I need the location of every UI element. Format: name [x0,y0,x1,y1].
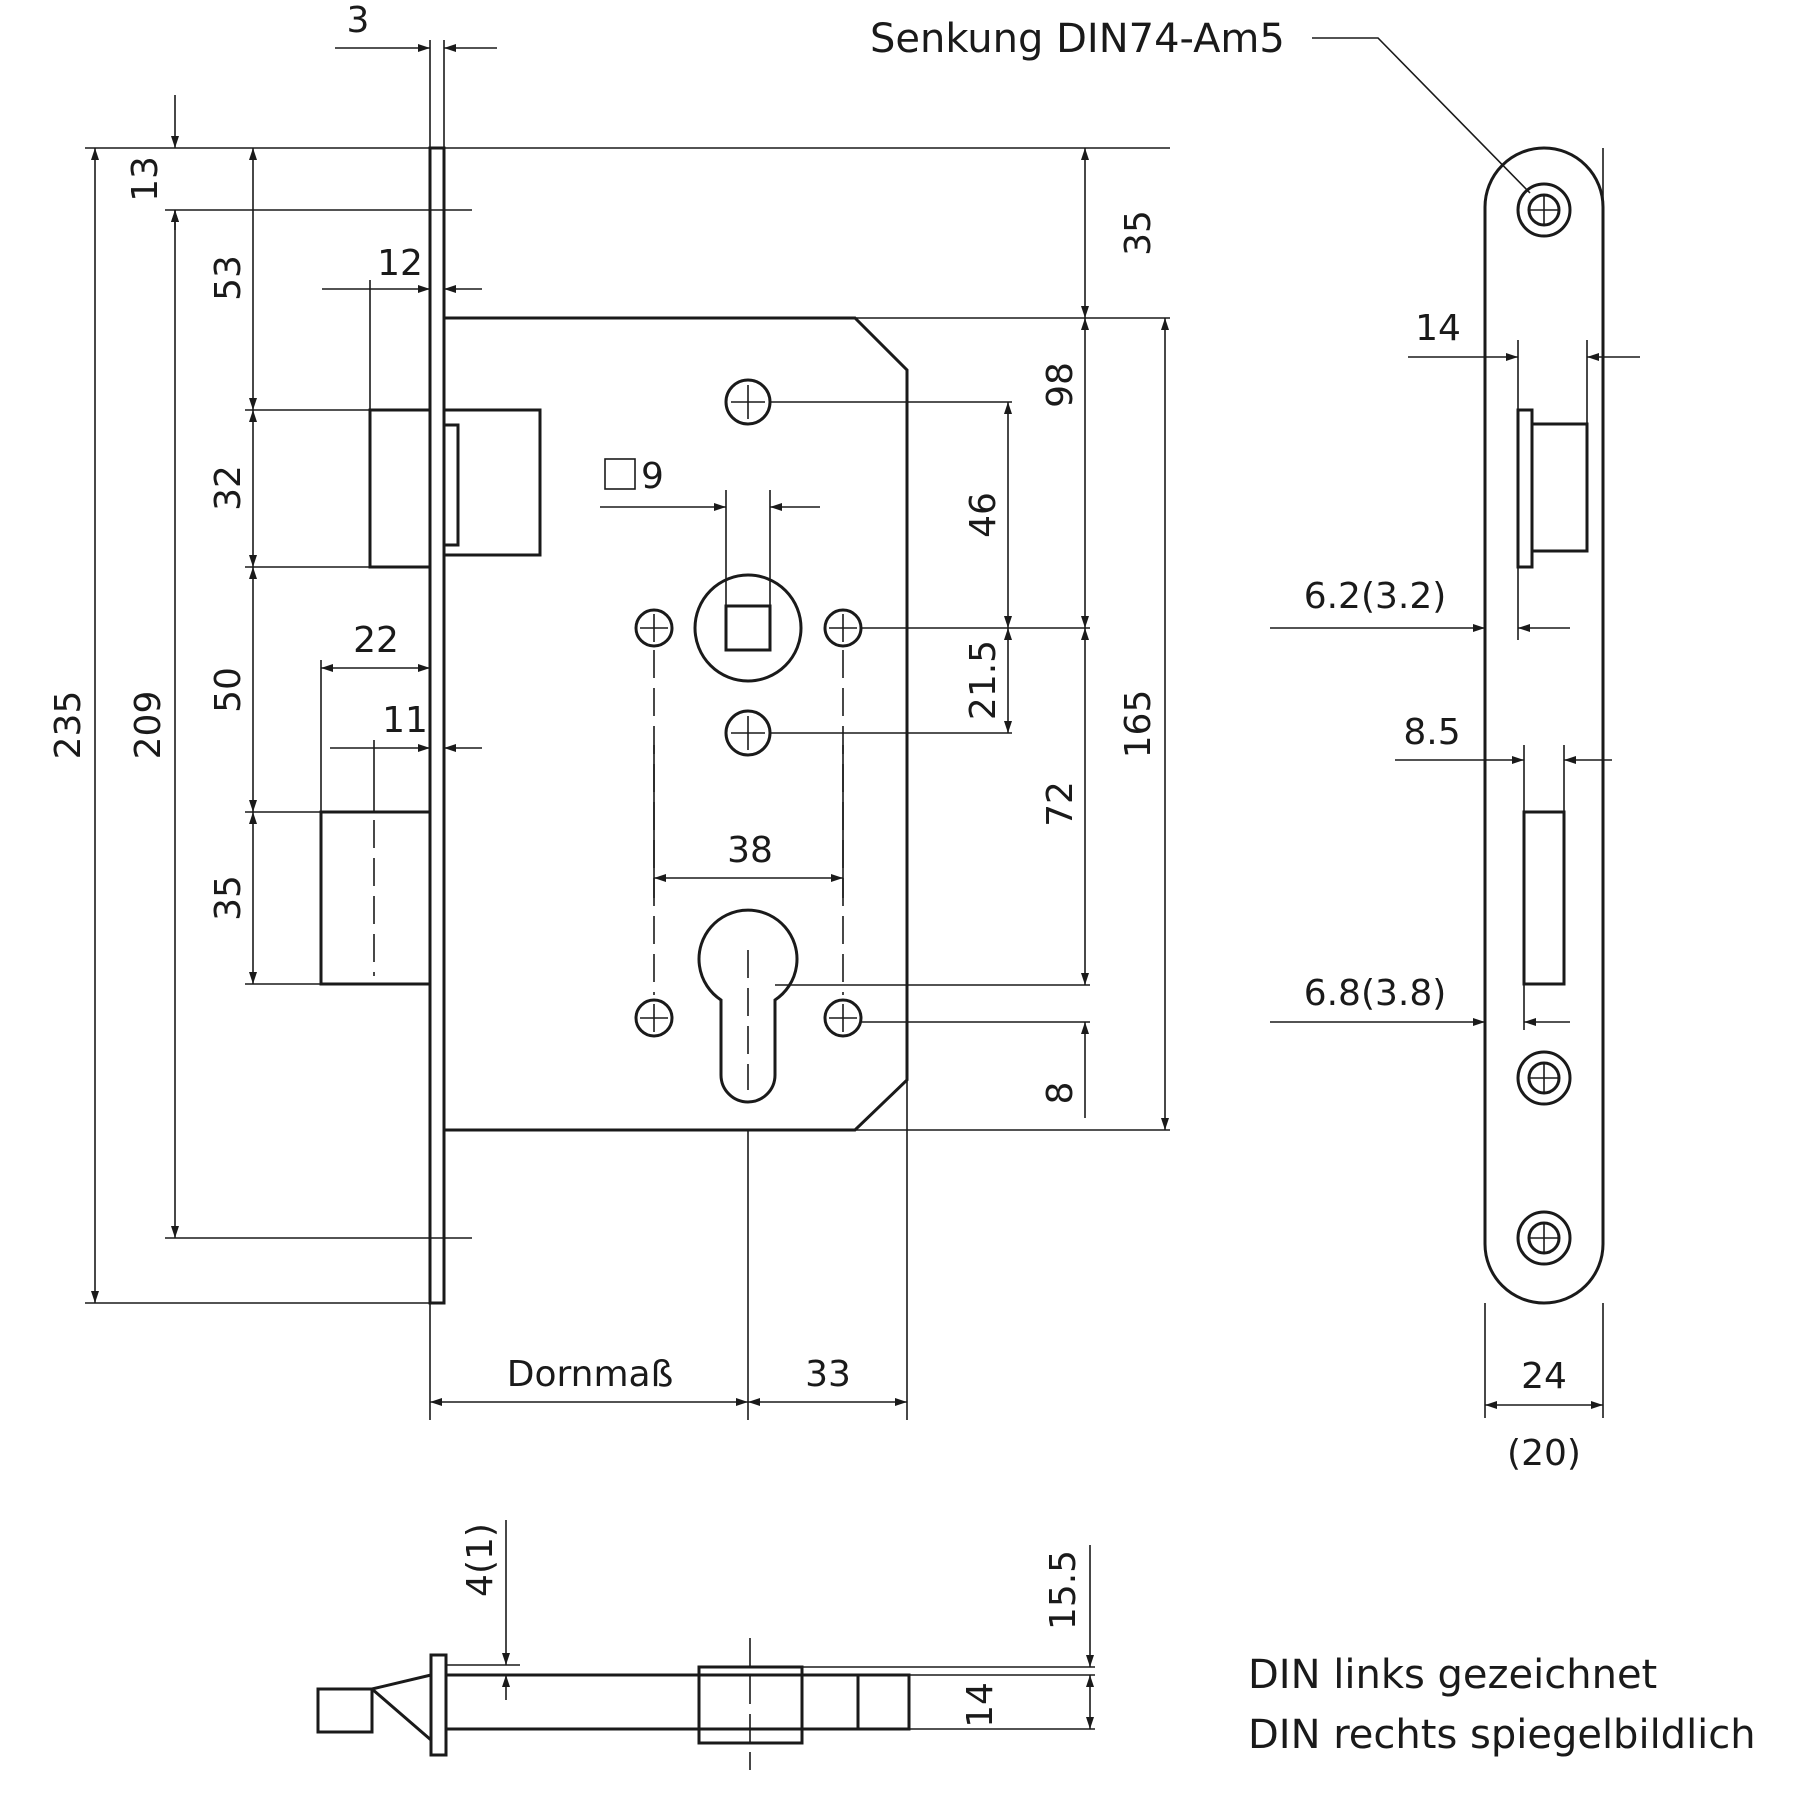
dim-6-8: 6.8(3.8) [1304,973,1447,1014]
bolt-opening [1522,810,1566,986]
body-bottom [444,1673,911,1731]
latch-bottom [371,1673,432,1742]
dim-50: 50 [208,667,249,713]
dim-14-bottom: 14 [960,1682,1001,1728]
dim-11: 11 [382,700,428,741]
follower-hub [693,573,803,683]
dim-33: 33 [805,1354,851,1395]
cylinder-cutout [697,908,799,1104]
lock-case [444,316,909,1132]
dim-4-1: 4(1) [460,1523,501,1597]
note-right: DIN rechts spiegelbildlich [1248,1712,1756,1758]
dim-98: 98 [1040,362,1081,408]
dim-46: 46 [963,492,1004,538]
screw-holes [634,378,863,1038]
dim-14-side: 14 [1415,308,1461,349]
square-label: 9 [641,456,664,497]
dim-3: 3 [347,0,370,41]
latch-bolt [368,408,432,569]
dim-22: 22 [353,620,399,661]
dim-15-5: 15.5 [1043,1550,1084,1630]
block-bottom [856,1673,911,1731]
dim-6-2: 6.2(3.2) [1304,576,1447,617]
latch-opening [1516,408,1534,569]
dim-53: 53 [208,255,249,301]
side-view: Senkung DIN74-Am5 14 6.2(3.2) 8.5 [870,16,1640,1474]
faceplate [428,146,446,1305]
backset-label: Dornmaß [507,1354,674,1395]
dim-13: 13 [125,156,166,202]
note-left: DIN links gezeichnet [1248,1652,1657,1698]
front-view: 9 [48,0,1170,1420]
countersink-label: Senkung DIN74-Am5 [870,16,1285,62]
dim-35-right: 35 [1118,210,1159,256]
hub-bottom [697,1665,804,1745]
dim-8: 8 [1040,1082,1081,1105]
dim-235: 235 [48,691,89,760]
bottom-view: 4(1) 15.5 14 [316,1520,1095,1770]
dim-8-5: 8.5 [1403,712,1460,753]
screws-side [1516,182,1572,1266]
bolt-bottom [316,1687,374,1734]
latch-tongue [1530,422,1589,553]
dim-24: 24 [1521,1356,1567,1397]
follower-square [724,604,772,652]
dim-165: 165 [1118,690,1159,759]
square-symbol-icon [604,458,636,490]
faceplate-side [1483,146,1605,1305]
latch-inner [442,423,460,547]
dead-bolt [319,810,432,986]
faceplate-bottom [429,1653,448,1757]
dim-21-5: 21.5 [963,640,1004,720]
dim-72: 72 [1040,781,1081,827]
dim-38: 38 [727,830,773,871]
dim-35-left: 35 [208,875,249,921]
dim-12: 12 [377,243,423,284]
dim-209: 209 [128,691,169,760]
dim-20: (20) [1507,1433,1581,1474]
dim-32: 32 [208,465,249,511]
